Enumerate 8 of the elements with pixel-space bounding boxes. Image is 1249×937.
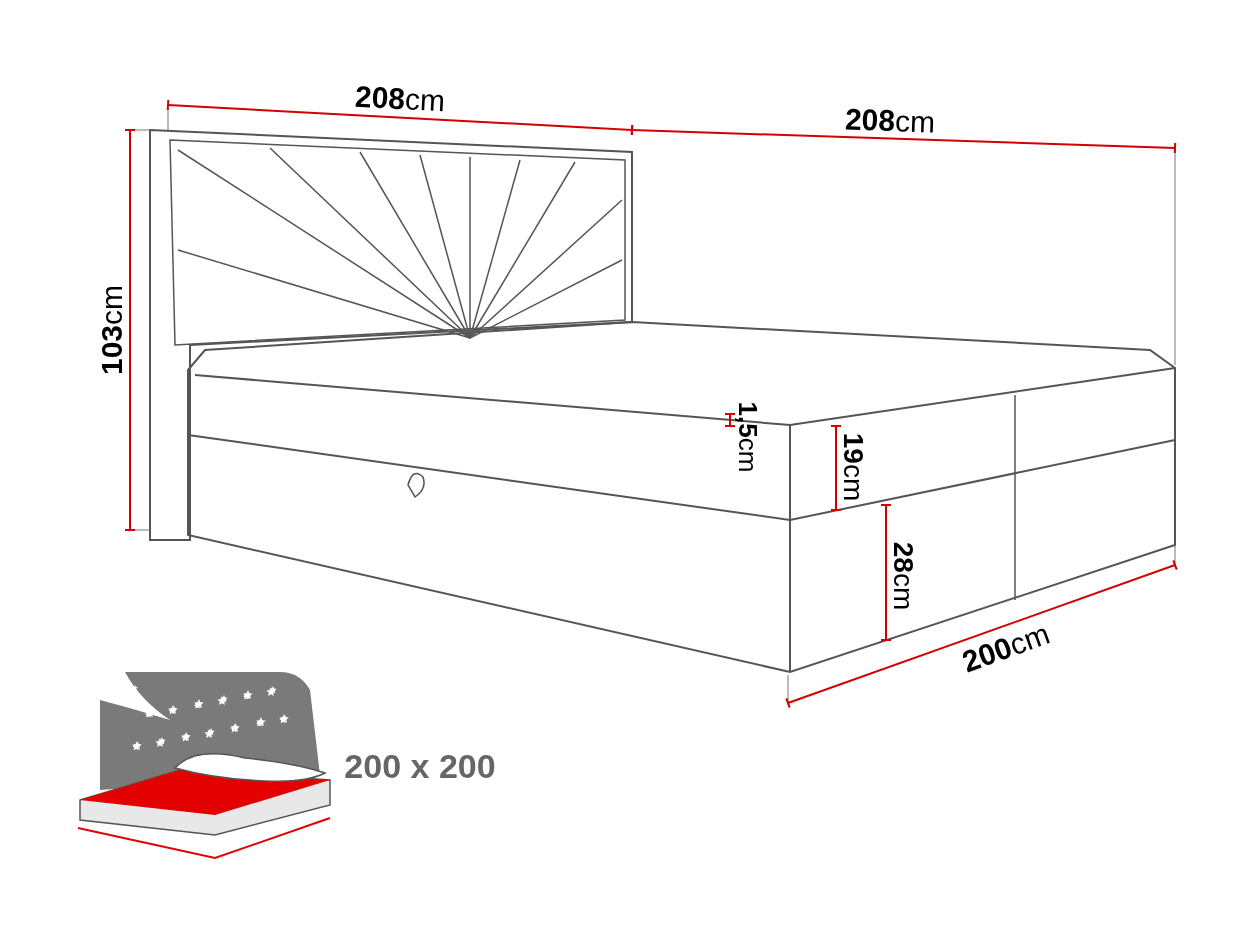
size-label: 200 x 200 — [344, 749, 496, 783]
dimension-label: 103cm — [97, 284, 127, 376]
dimension-label: 1,5cm — [735, 401, 761, 473]
dimension-label: 19cm — [839, 432, 867, 502]
dimension-label: 208cm — [844, 104, 936, 138]
dimension-label: 208cm — [354, 81, 446, 117]
dimension-label: 200cm — [958, 618, 1054, 678]
dimension-label: 28cm — [889, 541, 917, 611]
